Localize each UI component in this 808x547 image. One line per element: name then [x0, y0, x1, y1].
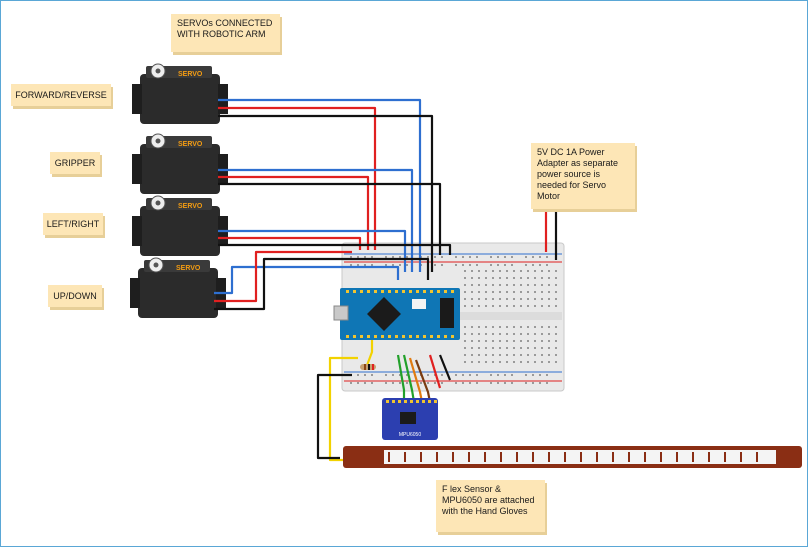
note-servo-arm-text: SERVOs CONNECTED WITH ROBOTIC ARM: [177, 18, 273, 39]
wire-yellow-a: [364, 340, 374, 369]
servo-up-down: SERVO: [130, 257, 226, 318]
servo-label-left-right: LEFT/RIGHT: [46, 219, 100, 229]
flex-sensor: [343, 446, 802, 468]
servo-label-up-down: UP/DOWN: [53, 291, 97, 301]
note-power-text: 5V DC 1A Power Adapter as separate power…: [537, 147, 619, 201]
servo-brand-text: SERVO: [178, 203, 203, 210]
wire-flex-ground: [316, 373, 352, 460]
wire-signal-up-down: [214, 265, 400, 295]
wire-power-forward: [218, 106, 377, 250]
servo-left-right: SERVO: [132, 195, 228, 256]
wire-signal-forward: [218, 98, 422, 272]
wire-black-short: [438, 354, 452, 381]
wire-ground-gripper: [218, 182, 442, 255]
arduino-nano: [333, 288, 460, 340]
note-power: 5V DC 1A Power Adapter as separate power…: [531, 143, 635, 209]
label-up-down: UP/DOWN: [48, 285, 102, 307]
note-flex: F lex Sensor & MPU6050 are attached with…: [436, 480, 545, 532]
wire-ground-left-right: [218, 243, 452, 255]
wire-ground-forward: [218, 114, 434, 272]
note-servo-arm: SERVOs CONNECTED WITH ROBOTIC ARM: [171, 14, 280, 52]
mpu-label: MPU6050: [399, 432, 421, 438]
resistor: [360, 364, 376, 370]
servo-label-gripper: GRIPPER: [54, 158, 96, 168]
label-left-right: LEFT/RIGHT: [43, 213, 103, 235]
wire-power-gripper: [218, 175, 370, 250]
servo-brand-text: SERVO: [178, 71, 203, 78]
servo-brand-text: SERVO: [178, 141, 203, 148]
wire-flex-signal: [328, 356, 358, 462]
servo-wires: [214, 98, 558, 311]
servo-forward-reverse: SERVO: [132, 63, 228, 124]
mpu6050-module: MPU6050: [382, 398, 438, 440]
servo-brand-text: SERVO: [176, 265, 201, 272]
wire-signal-gripper: [218, 168, 414, 272]
wire-power-up-down: [214, 250, 352, 303]
wire-ground-up-down: [214, 257, 430, 311]
note-flex-text: F lex Sensor & MPU6050 are attached with…: [442, 484, 535, 516]
wire-red-short: [428, 354, 442, 389]
label-forward-reverse: FORWARD/REVERSE: [11, 84, 111, 106]
servo-label-forward-reverse: FORWARD/REVERSE: [15, 90, 107, 100]
label-gripper: GRIPPER: [50, 152, 100, 174]
servo-gripper: SERVO: [132, 133, 228, 194]
